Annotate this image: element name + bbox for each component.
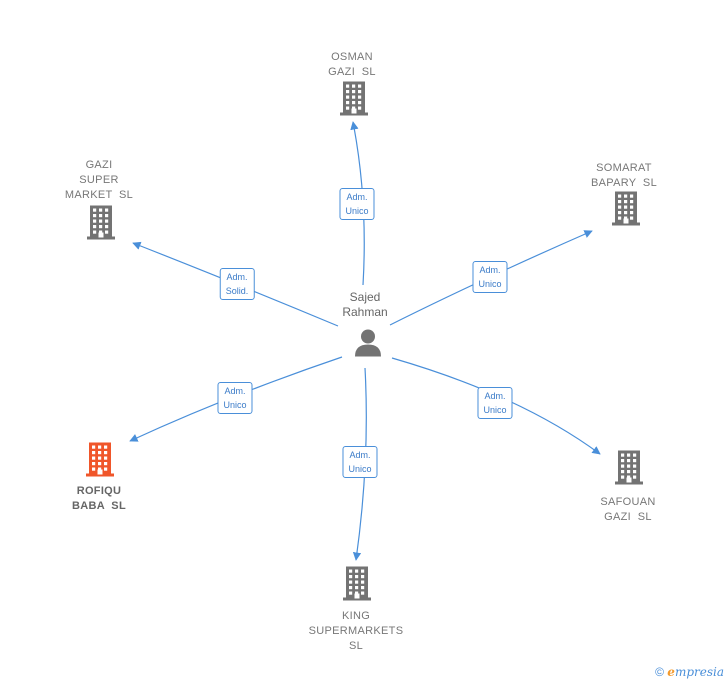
building-icon[interactable]	[83, 441, 117, 484]
company-label-safouan[interactable]: SAFOUAN GAZI SL	[600, 496, 656, 523]
person-icon[interactable]	[352, 327, 384, 364]
role-badge-king[interactable]: Adm. Unico	[342, 446, 378, 478]
role-badge-somarat[interactable]: Adm. Unico	[472, 261, 508, 293]
role-badge-rofiqu[interactable]: Adm. Unico	[217, 382, 253, 414]
company-label-rofiqu[interactable]: ROFIQU BABA SL	[72, 485, 126, 512]
role-badge-osman[interactable]: Adm. Unico	[339, 188, 375, 220]
role-badge-safouan[interactable]: Adm. Unico	[477, 387, 513, 419]
building-icon[interactable]	[612, 449, 646, 492]
building-icon[interactable]	[84, 204, 118, 247]
company-label-somarat[interactable]: SOMARAT BAPARY SL	[591, 162, 657, 189]
company-label-gazi[interactable]: GAZI SUPER MARKET SL	[64, 159, 134, 201]
company-label-osman[interactable]: OSMAN GAZI SL	[328, 51, 376, 78]
brand-name: empresia	[667, 665, 724, 679]
copyright-symbol: ©	[655, 665, 664, 679]
footer-brand: © empresia	[655, 665, 724, 679]
center-person-label[interactable]: Sajed Rahman	[342, 290, 388, 319]
role-badge-gazi[interactable]: Adm. Solid.	[219, 268, 255, 300]
building-icon[interactable]	[337, 80, 371, 123]
building-icon[interactable]	[340, 565, 374, 608]
company-label-king[interactable]: KING SUPERMARKETS SL	[308, 610, 404, 652]
building-icon[interactable]	[609, 190, 643, 233]
